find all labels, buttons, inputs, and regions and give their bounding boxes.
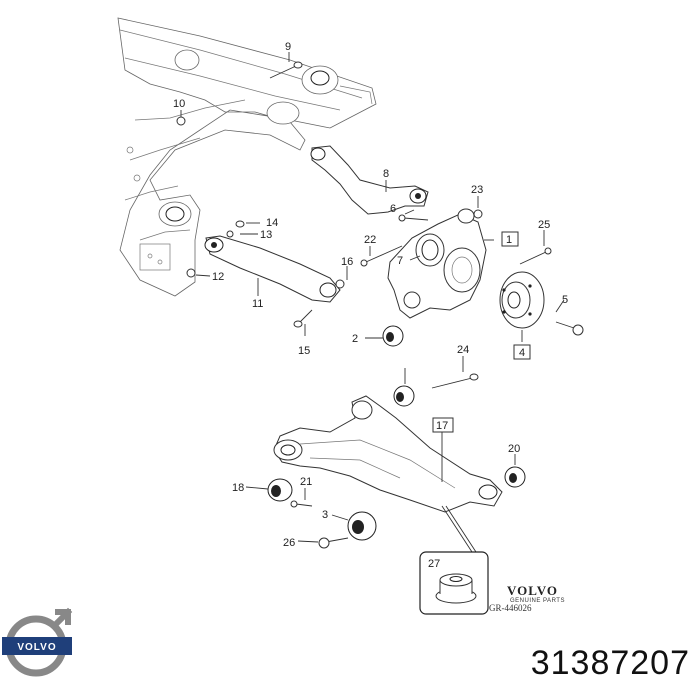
bolts bbox=[176, 61, 584, 549]
callout-labels: 1 2 3 4 5 6 7 8 9 10 11 12 13 14 15 16 1… bbox=[173, 41, 568, 549]
wheel-knuckle bbox=[387, 208, 487, 319]
part-number: 31387207 bbox=[530, 644, 690, 682]
callout-15: 15 bbox=[298, 345, 310, 357]
lower-link-arm bbox=[204, 235, 341, 303]
callout-20: 20 bbox=[508, 443, 520, 455]
callout-25: 25 bbox=[538, 219, 550, 231]
callout-9: 9 bbox=[285, 41, 291, 53]
callout-6: 6 bbox=[390, 203, 396, 215]
wheel-hub bbox=[499, 271, 545, 329]
callout-4: 4 bbox=[519, 347, 525, 359]
diagram-reference-code: GR-446026 bbox=[489, 603, 532, 613]
callout-3: 3 bbox=[322, 509, 328, 521]
lower-control-arm bbox=[273, 395, 503, 513]
callout-21: 21 bbox=[300, 476, 312, 488]
callout-11: 11 bbox=[252, 298, 263, 310]
callout-17: 17 bbox=[436, 420, 448, 432]
callout-12: 12 bbox=[212, 271, 224, 283]
callout-26: 26 bbox=[283, 537, 295, 549]
genuine-parts-label: GENUINE PARTS bbox=[510, 598, 565, 604]
callout-23: 23 bbox=[471, 184, 483, 196]
bushing-upper-lower-arm bbox=[393, 385, 415, 407]
callout-18: 18 bbox=[232, 482, 244, 494]
rear-subframe bbox=[117, 17, 377, 297]
callout-1: 1 bbox=[506, 234, 512, 246]
callout-24: 24 bbox=[457, 344, 469, 356]
callout-27: 27 bbox=[428, 558, 440, 570]
callout-22: 22 bbox=[364, 234, 376, 246]
bushing-18 bbox=[267, 478, 293, 502]
bushing-2 bbox=[382, 325, 404, 347]
small-volvo-wordmark: VOLVO bbox=[507, 583, 558, 598]
leader-lines bbox=[180, 52, 565, 553]
logo-wordmark: VOLVO bbox=[17, 642, 56, 653]
upper-control-arm bbox=[310, 145, 429, 215]
callout-5: 5 bbox=[562, 294, 568, 306]
callout-10: 10 bbox=[173, 98, 185, 110]
callout-14: 14 bbox=[266, 217, 278, 229]
callout-13: 13 bbox=[260, 229, 272, 241]
bushing-3 bbox=[347, 511, 377, 541]
volvo-logo-icon: VOLVO bbox=[2, 607, 73, 677]
inset-part-27: 27 bbox=[419, 551, 489, 615]
callout-16: 16 bbox=[341, 256, 353, 268]
callout-2: 2 bbox=[352, 333, 358, 345]
callout-7: 7 bbox=[397, 255, 403, 267]
callout-8: 8 bbox=[383, 168, 389, 180]
bushing-20 bbox=[504, 466, 526, 488]
